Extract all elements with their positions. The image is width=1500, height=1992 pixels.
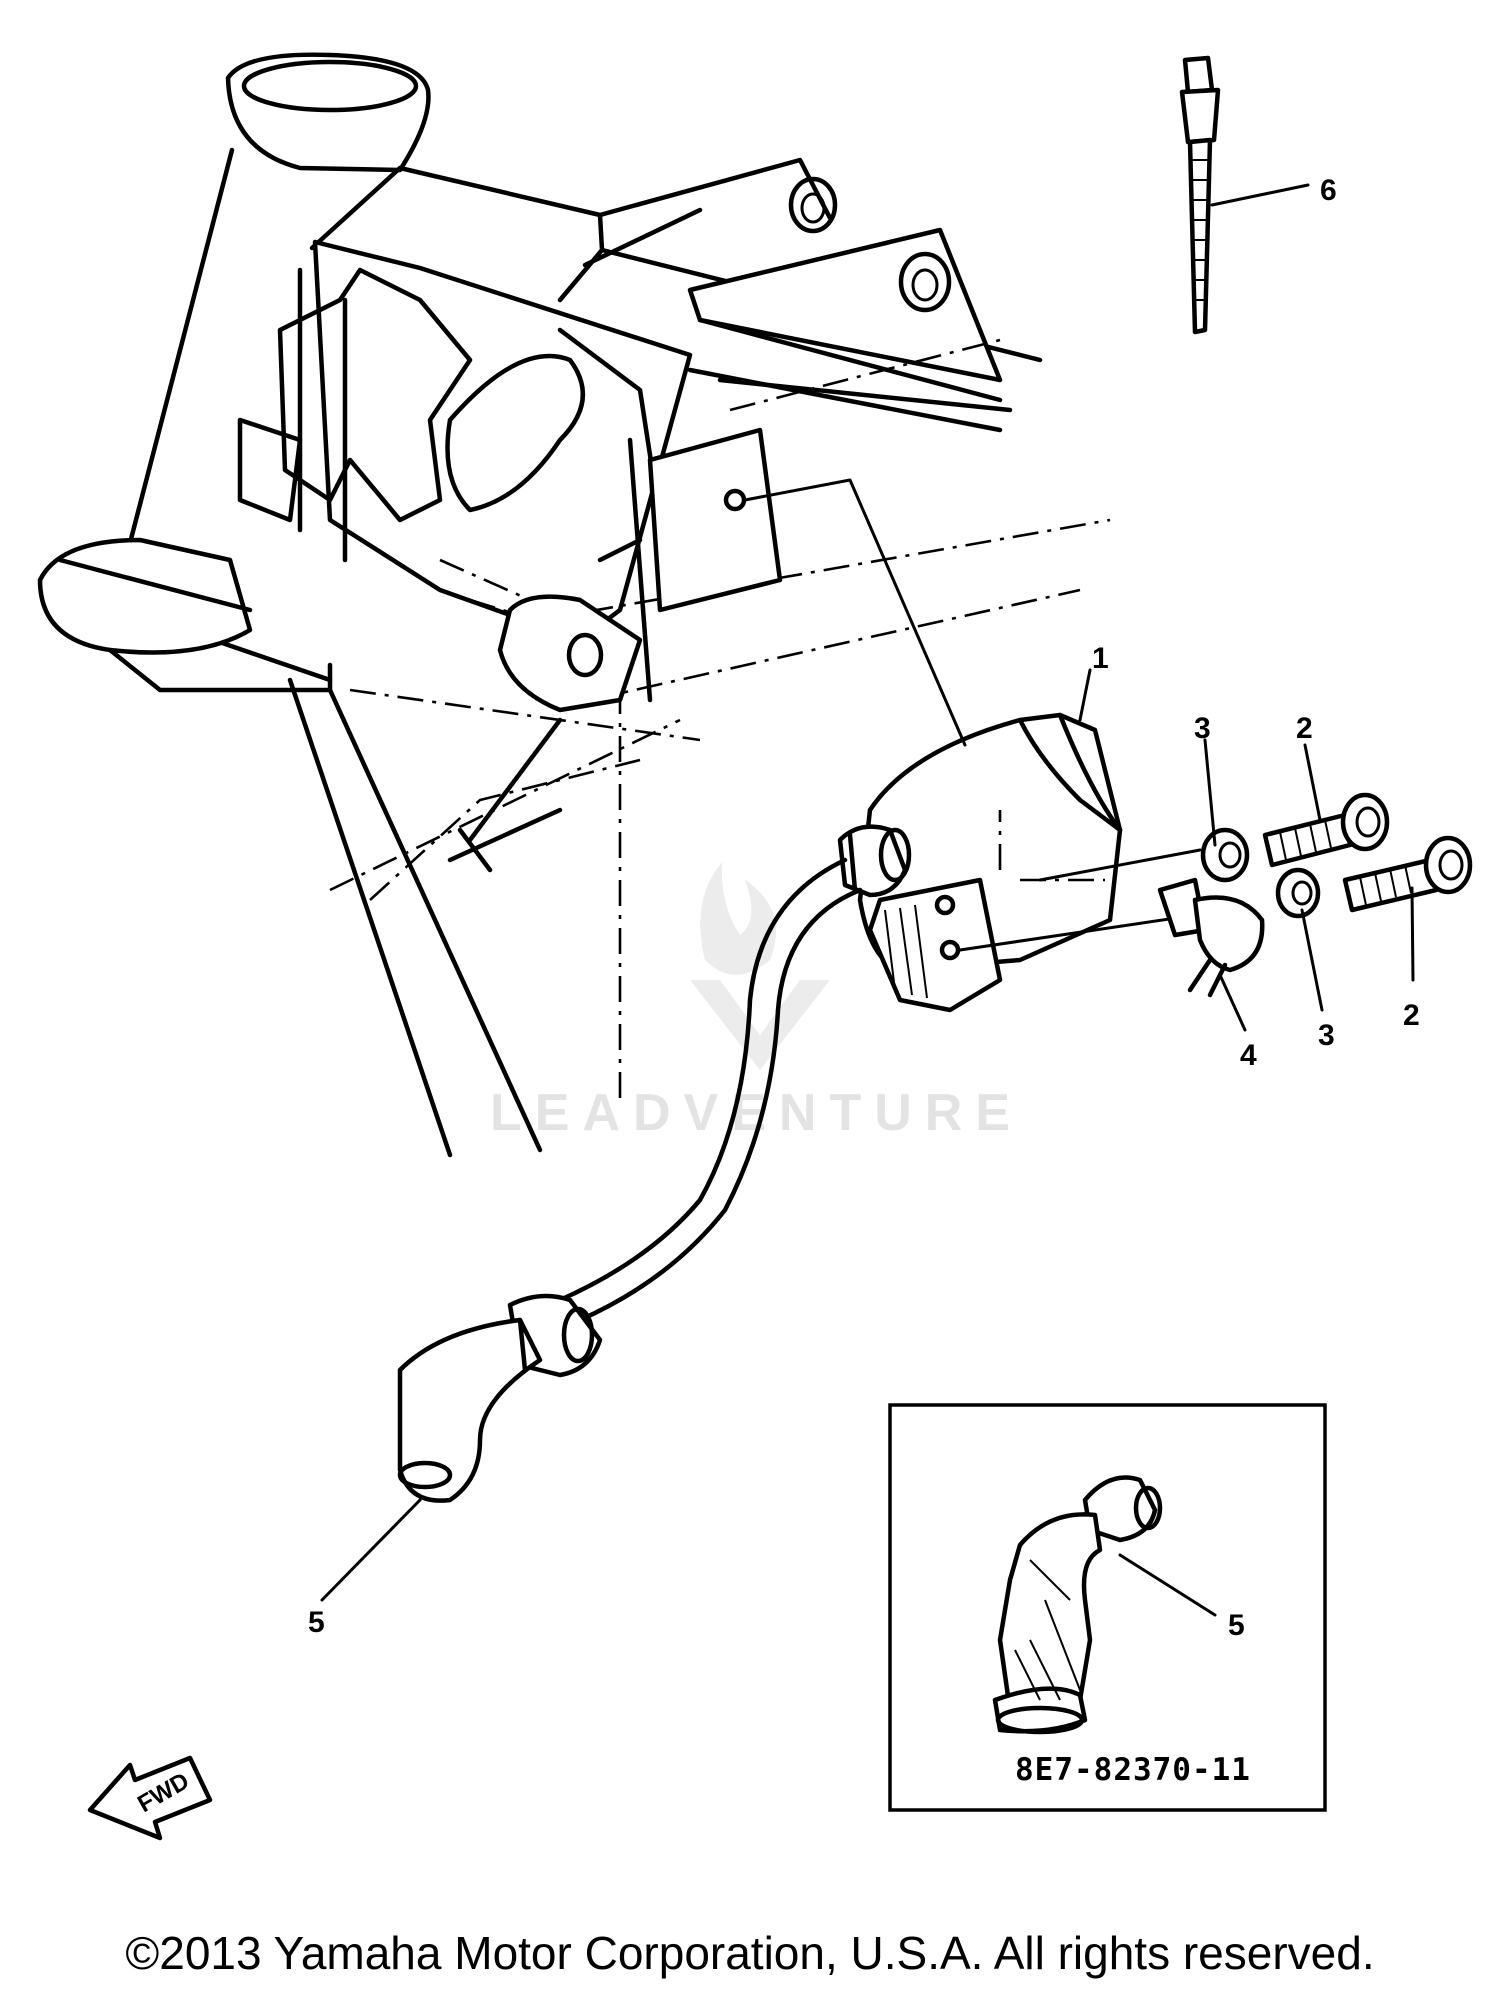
callouts: 6 1 3 2 3 2 4 5 5 xyxy=(308,174,1420,1642)
frame-top-tube xyxy=(397,157,1043,433)
leader-1 xyxy=(1078,668,1092,722)
frame-gusset-plate xyxy=(237,239,693,643)
leader-6 xyxy=(1210,183,1310,207)
leader-4 xyxy=(1218,973,1247,1032)
leader-lines xyxy=(320,183,1415,1602)
callout-2-upper: 2 xyxy=(1296,712,1313,745)
inset-leader-5 xyxy=(1118,1553,1217,1617)
callout-6: 6 xyxy=(1320,174,1337,207)
spark-plug-cap xyxy=(397,1293,603,1503)
cable-tie xyxy=(1179,55,1221,335)
inset-part-code: 8E7-82370-11 xyxy=(1015,1752,1251,1788)
washer-upper xyxy=(1200,827,1250,883)
bolt-upper xyxy=(1262,792,1390,868)
ht-lead-exit-boot xyxy=(837,824,912,898)
watermark-text: LEADVENTURE xyxy=(490,1084,1023,1142)
engine-mount-boss xyxy=(447,594,643,873)
washer-lower xyxy=(1275,867,1321,919)
copyright-footer: ©2013 Yamaha Motor Corporation, U.S.A. A… xyxy=(125,1927,1375,1979)
frame-head-pipe xyxy=(37,52,543,1158)
callout-3-lower: 3 xyxy=(1318,1019,1335,1052)
leader-5-main xyxy=(320,1498,422,1602)
callout-5-inset: 5 xyxy=(1228,1609,1245,1642)
callout-1: 1 xyxy=(1092,642,1109,675)
leader-2-lower xyxy=(1410,886,1415,982)
ignition-coil xyxy=(857,712,1123,1013)
frame-centerlines xyxy=(329,338,1111,1100)
bolt-lower xyxy=(1342,835,1473,913)
leader-2-upper xyxy=(1303,743,1322,822)
cable-clamp xyxy=(1157,877,1265,998)
leader-3-upper xyxy=(1203,738,1217,847)
high-tension-lead xyxy=(557,857,863,1323)
callout-2-lower: 2 xyxy=(1403,999,1420,1032)
callout-5-main: 5 xyxy=(308,1606,325,1639)
callout-4: 4 xyxy=(1240,1039,1257,1072)
watermark: LEADVENTURE xyxy=(490,862,1023,1142)
inset-box: 8E7-82370-11 xyxy=(888,1403,1327,1812)
callout-3-upper: 3 xyxy=(1194,712,1211,745)
frame-down-tube xyxy=(557,327,783,703)
spark-plug-cap-alt xyxy=(992,1475,1163,1735)
fwd-direction-arrow: FWD xyxy=(87,1755,213,1841)
leader-3-lower xyxy=(1300,908,1324,1012)
